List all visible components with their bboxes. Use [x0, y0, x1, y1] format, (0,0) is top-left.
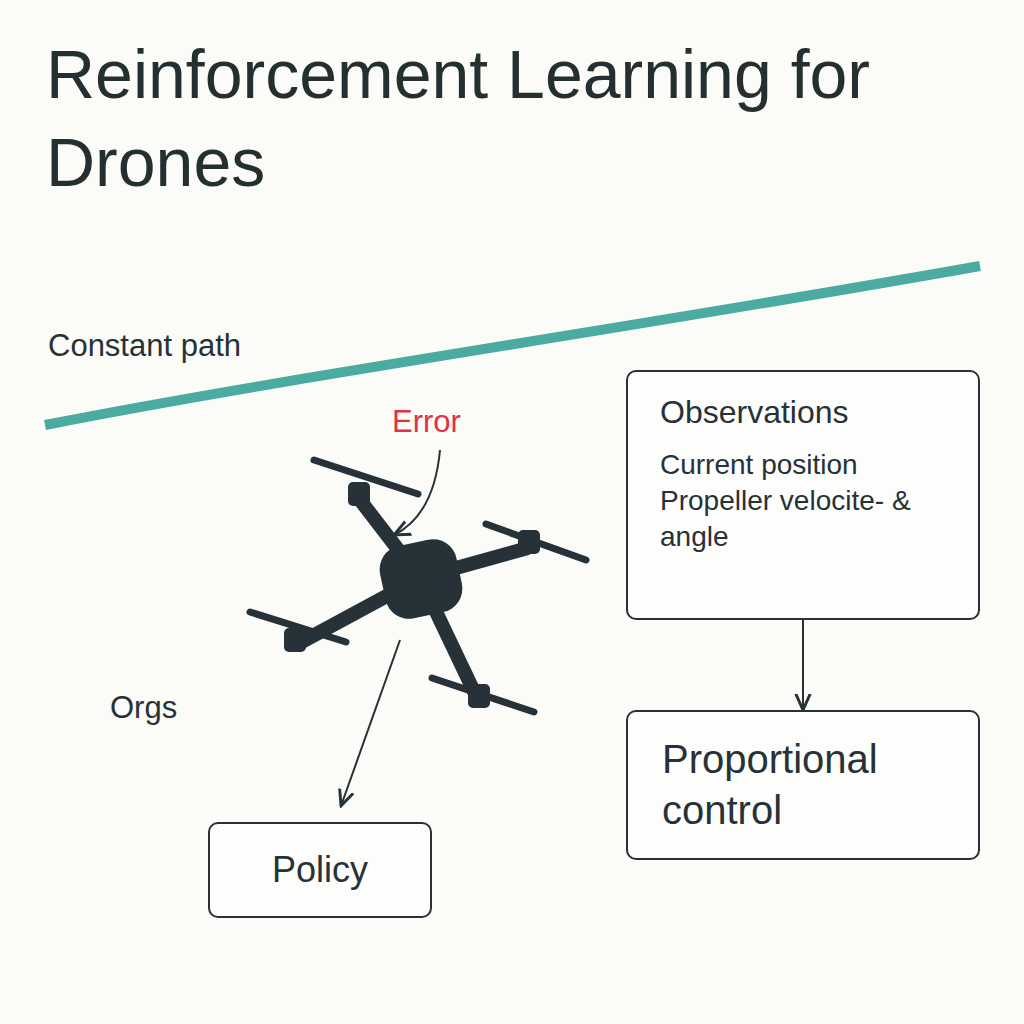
path-label: Constant path: [48, 328, 241, 364]
box-heading: Proportional control: [662, 734, 958, 836]
box-body: Current position Propeller velocite- & a…: [660, 447, 956, 554]
connector-arrow: [802, 620, 804, 710]
control-box: Proportional control: [626, 710, 980, 860]
orgs-label: Orgs: [110, 690, 177, 726]
error-arrow: [394, 450, 440, 535]
drone: [250, 460, 586, 712]
policy-box: Policy: [208, 822, 432, 918]
error-label: Error: [392, 404, 461, 440]
policy-pointer: [341, 640, 400, 806]
title: Reinforcement Learning for Drones: [46, 30, 946, 206]
box-heading: Observations: [660, 392, 956, 433]
box-heading: Policy: [226, 847, 414, 893]
observations-box: ObservationsCurrent position Propeller v…: [626, 370, 980, 620]
